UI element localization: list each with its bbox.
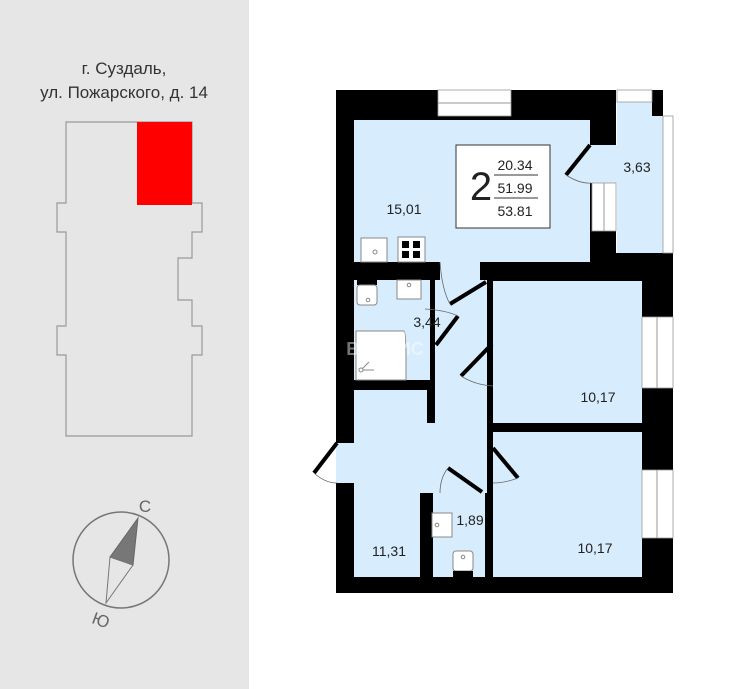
windows: [437, 89, 674, 539]
balcony-area-label: 3,63: [623, 159, 650, 175]
doors: [312, 143, 592, 494]
compass: С Ю: [72, 497, 170, 633]
total-area-with-balcony: 53.81: [497, 203, 532, 219]
compass-north-label: С: [139, 497, 151, 516]
room-balcony: [617, 90, 652, 253]
bedroom-1-area-label: 10,17: [580, 389, 615, 405]
partition: [427, 390, 435, 423]
watermark: ВЛАДИС: [346, 339, 424, 359]
total-area: 51.99: [497, 180, 532, 196]
room-bedroom-1: [493, 281, 642, 423]
balcony-wall: [652, 90, 663, 116]
wc-toilet-icon: [452, 550, 474, 577]
address-line-1: г. Суздаль,: [82, 59, 167, 78]
wc-wall-right: [485, 493, 493, 577]
stove-icon: [397, 236, 426, 263]
balcony-door-area: [590, 145, 620, 183]
fixtures: [355, 236, 474, 577]
entrance: [336, 443, 356, 483]
wc-area-label: 1,89: [456, 512, 483, 528]
hallway-area-label: 11,31: [372, 543, 406, 559]
address-line-2: ул. Пожарского, д. 14: [40, 83, 208, 102]
room-balcony-edge: [652, 116, 663, 253]
toilet-icon: [356, 279, 378, 306]
building-outline: [56, 121, 203, 437]
bedroom-2-area-label: 10,17: [577, 540, 612, 556]
room-bedroom-2: [493, 432, 642, 577]
wc-sink-icon: [431, 512, 453, 538]
left-panel: [0, 0, 249, 689]
compass-south-arrow: [105, 556, 134, 605]
shower-icon: [355, 330, 407, 381]
window-balcony: [662, 115, 674, 254]
bathroom-sink-icon: [396, 279, 422, 300]
kitchen-area-label: 15,01: [386, 201, 421, 217]
compass-south-label: Ю: [90, 609, 113, 633]
apartment-summary-box: 2 20.34 51.99 53.81: [455, 144, 551, 229]
living-area: 20.34: [497, 157, 532, 173]
apartment-location-highlight: [137, 122, 192, 205]
wc-wall-left: [420, 493, 433, 577]
room-count: 2: [470, 165, 492, 209]
bathroom-area-label: 3,44: [413, 314, 440, 330]
window-balcony-top: [616, 89, 653, 103]
